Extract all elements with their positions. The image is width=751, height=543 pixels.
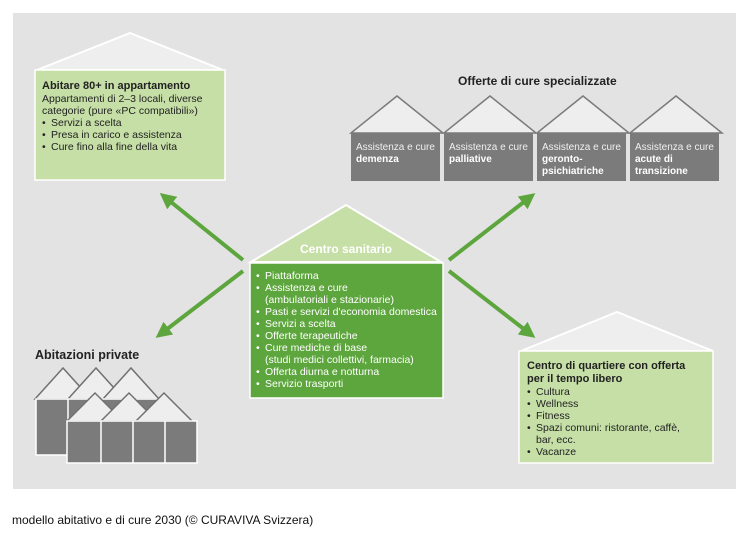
arrow-to-private [155,269,245,338]
spec-roof-3 [534,95,632,134]
spec-line1: Assistenza e cure [542,142,621,153]
spec-text-1: Assistenza e cure demenza [356,142,438,166]
arrow-to-quarter [447,269,536,338]
quarter-item-cont: bar, ecc. [536,434,576,446]
center-item: Servizio trasporti [256,378,441,390]
arrow-to-specialized [447,193,536,262]
center-item: Servizi a scelta [256,318,441,330]
quarter-item: Spazi comuni: ristorante, caffè, [527,422,710,434]
center-item: Cure mediche di base [256,342,441,354]
spec-text-3: Assistenza e cure geronto- psichiatriche [542,142,624,178]
specialized-houses [348,95,725,181]
center-item: Pasti e servizi d'economia domestica [256,306,441,318]
spec-roof-2 [441,95,539,134]
center-item: Offerte terapeutiche [256,330,441,342]
apartment-desc-1: Appartamenti di 2–3 locali, diverse [42,93,203,105]
quarter-title-2: per il tempo libero [527,373,623,385]
spec-text-2: Assistenza e cure palliative [449,142,531,166]
spec-line1: Assistenza e cure [635,142,714,153]
center-item: Offerta diurna e notturna [256,366,441,378]
health-center-list: Piattaforma Assistenza e cure (ambulator… [256,270,441,390]
quarter-title-1: Centro di quartiere con offerta [527,360,686,372]
health-center-text: Piattaforma Assistenza e cure (ambulator… [256,270,441,390]
figure-caption: modello abitativo e di cure 2030 (© CURA… [12,513,314,527]
apartment-list: Servizi a scelta Presa in carico e assis… [42,117,222,153]
spec-roof-4 [627,95,725,134]
health-center-roof [247,203,445,263]
spec-line1: Assistenza e cure [356,142,435,153]
spec-box-2 [444,133,533,181]
apartment-desc-2: categorie (pure «PC compatibili») [42,105,198,117]
arrows [155,192,536,338]
private-heading: Abitazioni private [35,348,140,362]
spec-box-4 [630,133,719,181]
apartment-item: Presa in carico e assistenza [42,129,222,141]
apartment-item: Cure fino alla fine della vita [42,141,222,153]
apartment-item: Servizi a scelta [42,117,222,129]
quarter-list: Cultura Wellness Fitness Spazi comuni: r… [527,386,710,458]
apartment-house-roof [36,31,224,71]
center-item: Assistenza e cure [256,282,441,294]
quarter-item: Fitness [527,410,710,422]
spec-line3: psichiatriche [542,166,604,177]
quarter-item: Wellness [527,398,710,410]
apartment-title: Abitare 80+ in appartamento [42,80,191,92]
center-item-cont: (ambulatoriali e stazionarie) [265,294,394,306]
center-item-cont: (studi medici collettivi, farmacia) [265,354,414,366]
spec-box-1 [351,133,440,181]
spec-line2: demenza [356,154,399,165]
arrow-to-apartments [159,192,245,262]
apartment-text: Abitare 80+ in appartamento Appartamenti… [42,80,222,153]
specialized-heading: Offerte di cure specializzate [458,74,617,88]
spec-line2: palliative [449,154,492,165]
health-center-title: Centro sanitario [299,242,392,256]
spec-line2: geronto- [542,154,583,165]
spec-roof-1 [348,95,446,134]
quarter-center-text: Centro di quartiere con offerta per il t… [527,360,710,458]
spec-line1: Assistenza e cure [449,142,528,153]
spec-line2: acute di [635,154,673,165]
quarter-item: Cultura [527,386,710,398]
spec-box-3 [537,133,626,181]
spec-line3: transizione [635,166,688,177]
private-houses [33,366,198,464]
quarter-center-roof [520,310,714,352]
center-item: Piattaforma [256,270,441,282]
spec-text-4: Assistenza e cure acute di transizione [635,142,717,178]
private-wall-2 [66,420,198,464]
quarter-item: Vacanze [527,446,710,458]
